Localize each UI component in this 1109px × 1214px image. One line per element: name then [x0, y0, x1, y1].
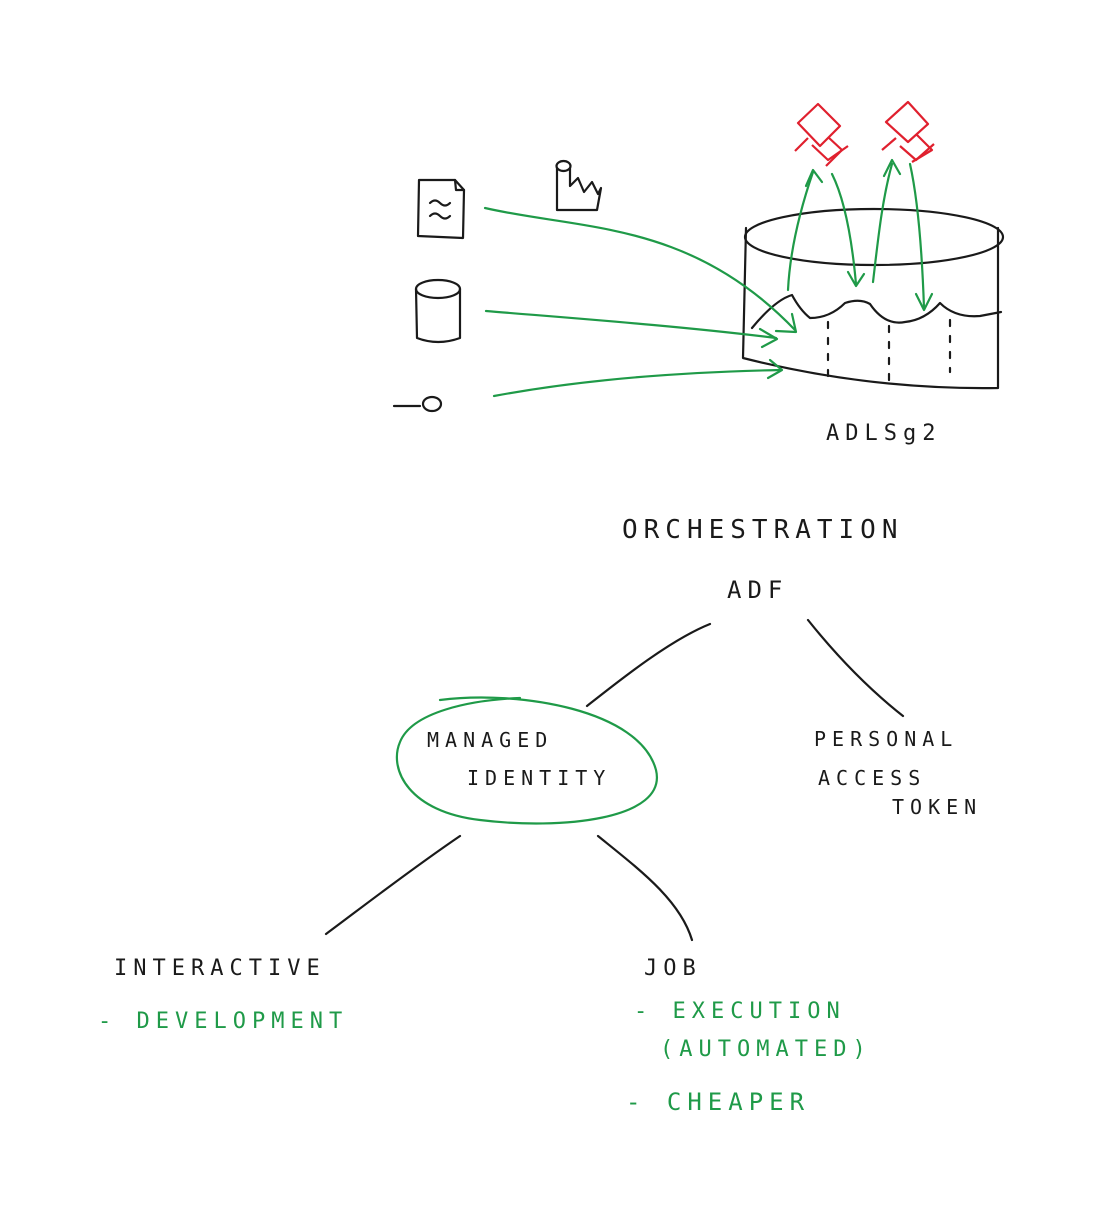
ingest-arrow-database [484, 309, 779, 349]
orchestration-title: ORCHESTRATION [622, 515, 904, 545]
adls-storage-cylinder [741, 207, 1005, 390]
orchestration-tool: ADF [727, 576, 788, 604]
connector-adf-pat [806, 618, 905, 718]
job-note-cheaper: - CHEAPER [626, 1088, 810, 1116]
stream-connector-icon [392, 395, 443, 413]
pat-label-line1: PERSONAL [814, 727, 958, 751]
storage-label: ADLSg2 [826, 421, 941, 446]
connector-mi-interactive [324, 834, 462, 936]
pat-label-line2: ACCESS [818, 766, 926, 790]
interactive-note: - DEVELOPMENT [98, 1009, 348, 1034]
database-cylinder-icon [414, 278, 462, 344]
output-document-icon [881, 100, 935, 163]
job-note-automated: (AUTOMATED) [660, 1037, 872, 1062]
output-flow-1 [786, 168, 866, 292]
managed-identity-node: MANAGED IDENTITY [395, 696, 658, 825]
managed-identity-label-line2: IDENTITY [467, 766, 611, 790]
ingest-arrow-file [483, 206, 798, 334]
pat-node: PERSONAL ACCESS TOKEN [814, 727, 982, 819]
factory-icon [555, 159, 603, 212]
connector-mi-job [596, 834, 694, 942]
job-cluster-title: JOB [644, 956, 702, 981]
managed-identity-label-line1: MANAGED [427, 728, 553, 752]
output-document-icon [794, 102, 849, 167]
ingest-arrow-stream [492, 358, 784, 398]
pat-label-line3: TOKEN [892, 795, 982, 819]
connector-adf-managed-identity [585, 622, 712, 708]
output-flow-2 [871, 158, 934, 312]
job-note-execution: - EXECUTION [634, 999, 846, 1024]
interactive-cluster-title: INTERACTIVE [114, 956, 326, 981]
document-file-icon [416, 178, 466, 240]
